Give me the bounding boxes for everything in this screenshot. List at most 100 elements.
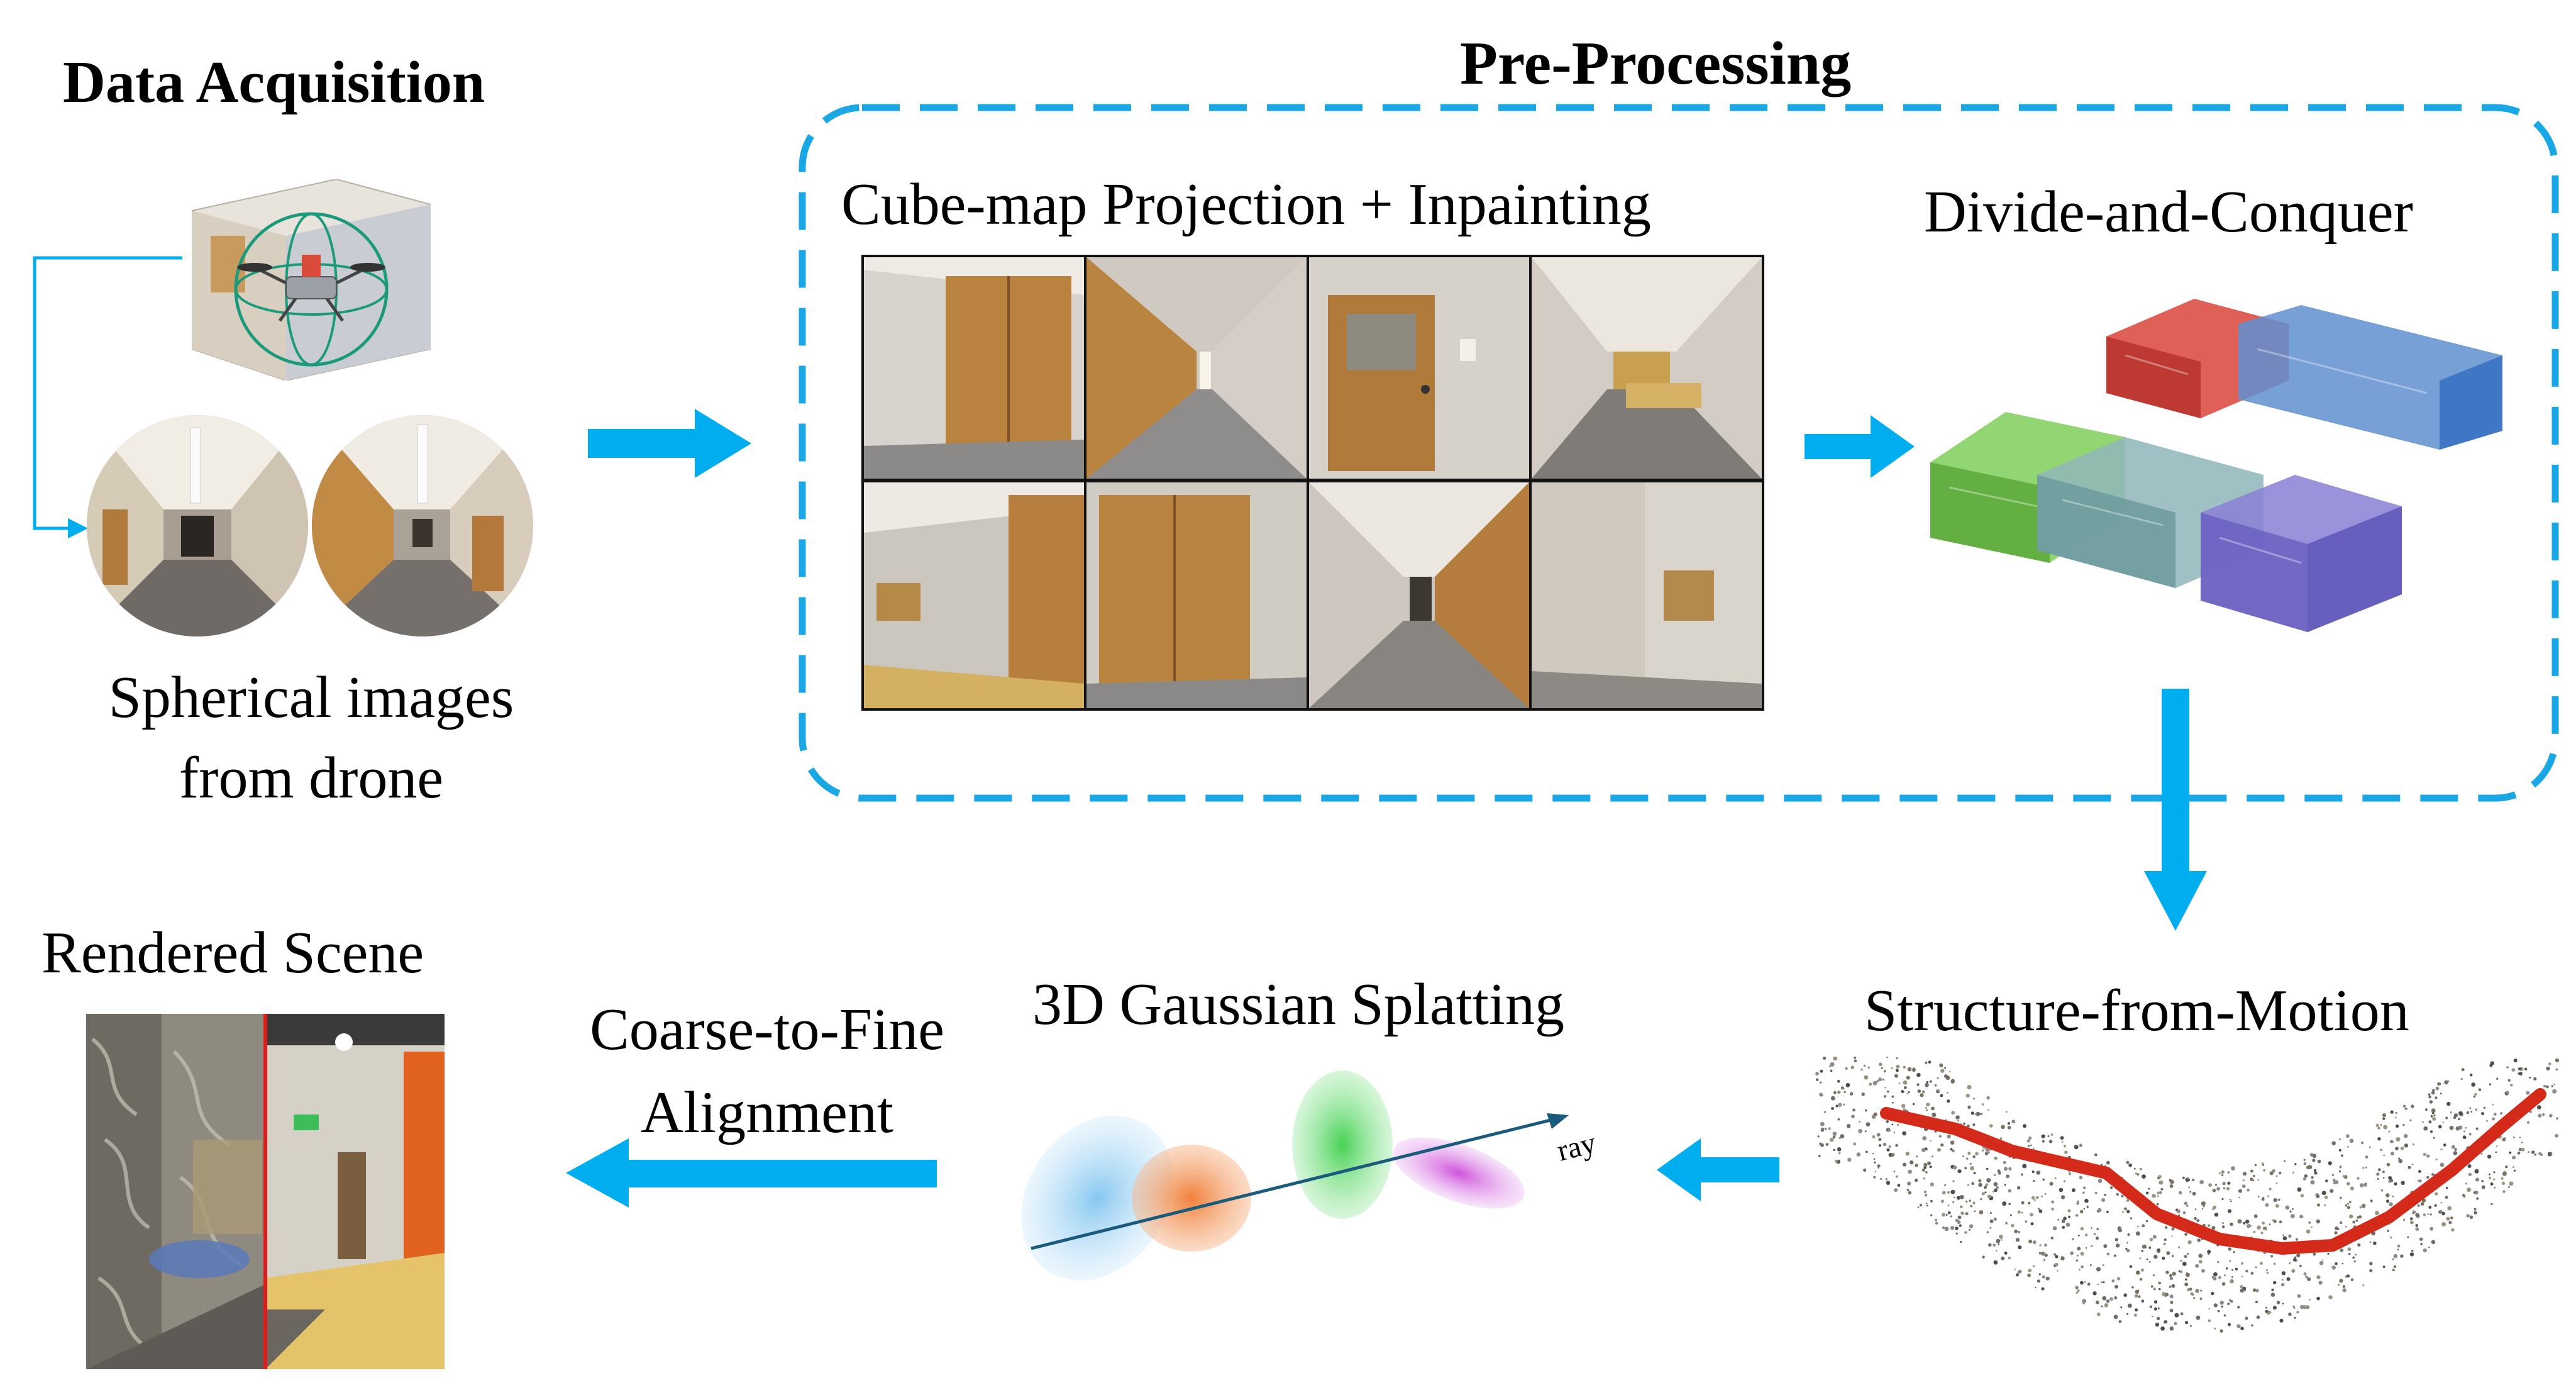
arrow-to-rendered — [566, 1138, 937, 1208]
sfm-point — [2080, 1209, 2084, 1214]
sfm-point — [1838, 1137, 1841, 1139]
sfm-point — [2270, 1292, 2275, 1297]
sfm-point — [2355, 1220, 2358, 1222]
sfm-point — [2403, 1218, 2406, 1221]
sfm-point — [2382, 1170, 2385, 1174]
sfm-point — [2211, 1291, 2214, 1296]
sfm-point — [2186, 1272, 2190, 1277]
sfm-point — [2211, 1226, 2216, 1230]
sfm-point — [2189, 1191, 2192, 1193]
sfm-point — [2512, 1136, 2515, 1139]
sfm-point — [2182, 1176, 2185, 1179]
sfm-point — [2303, 1162, 2307, 1165]
sfm-point — [2121, 1211, 2124, 1213]
sfm-point — [2241, 1262, 2243, 1265]
sfm-point — [1970, 1204, 1972, 1208]
sfm-point — [2140, 1167, 2142, 1170]
sfm-point — [2165, 1270, 2169, 1274]
sfm-point — [2334, 1231, 2338, 1235]
sfm-point — [2217, 1261, 2219, 1264]
sfm-point — [2102, 1296, 2107, 1301]
sfm-point — [2335, 1262, 2338, 1265]
sfm-point — [1987, 1194, 1991, 1199]
sfm-point — [2430, 1226, 2434, 1231]
sfm-point — [2312, 1159, 2316, 1162]
sfm-point — [2079, 1175, 2083, 1179]
sfm-point — [2008, 1203, 2011, 1205]
sfm-point — [1972, 1123, 1976, 1126]
sfm-point — [2457, 1118, 2460, 1121]
sfm-point — [1986, 1178, 1991, 1183]
sfm-point — [2507, 1186, 2510, 1188]
sfm-point — [2199, 1180, 2204, 1184]
sfm-point — [1944, 1184, 1947, 1186]
sfm-point — [1905, 1152, 1910, 1156]
sfm-point — [1959, 1224, 1962, 1227]
sfm-point — [2504, 1137, 2506, 1140]
sfm-point — [2387, 1230, 2389, 1232]
sfm-point — [2106, 1211, 2109, 1213]
sfm-point — [1964, 1231, 1967, 1234]
sfm-point — [2333, 1181, 2336, 1184]
sfm-point — [2127, 1233, 2130, 1237]
sfm-point — [2450, 1111, 2452, 1114]
sfm-point — [2127, 1303, 2132, 1308]
sfm-point — [2253, 1230, 2256, 1233]
sfm-point — [1897, 1184, 1901, 1187]
sfm-point — [2453, 1113, 2458, 1118]
sfm-point — [2028, 1137, 2032, 1140]
sfm-point — [2466, 1111, 2470, 1114]
sfm-point — [1934, 1084, 1937, 1087]
sfm-point — [2042, 1178, 2045, 1181]
sfm-point — [2182, 1262, 2187, 1266]
sfm-point — [1951, 1079, 1955, 1082]
sfm-point — [1858, 1129, 1862, 1133]
sfm-point — [2260, 1262, 2263, 1265]
sfm-point — [2227, 1209, 2232, 1213]
sfm-point — [2148, 1187, 2150, 1190]
sfm-point — [1981, 1192, 1985, 1196]
sfm-points — [1815, 1056, 2560, 1333]
sfm-point — [2256, 1315, 2260, 1320]
sfm-point — [2390, 1110, 2394, 1114]
sfm-point — [1926, 1109, 1928, 1111]
sfm-point — [1929, 1165, 1932, 1169]
sfm-point — [2032, 1179, 2035, 1182]
sfm-point — [2038, 1273, 2041, 1276]
sfm-point — [2332, 1179, 2336, 1182]
sfm-point — [1845, 1067, 1848, 1070]
sfm-point — [2496, 1077, 2499, 1080]
sfm-point — [2509, 1181, 2514, 1186]
sfm-point — [2438, 1125, 2442, 1129]
sfm-point — [2237, 1306, 2240, 1309]
sfm-point — [2052, 1226, 2057, 1231]
sfm-point — [1830, 1062, 1835, 1067]
sfm-point — [2446, 1101, 2451, 1106]
sfm-point — [2152, 1316, 2153, 1318]
sfm-point — [2051, 1207, 2054, 1211]
sfm-point — [2359, 1206, 2362, 1209]
sfm-point — [2341, 1262, 2344, 1265]
sfm-point — [1818, 1155, 1821, 1158]
sfm-point — [2094, 1191, 2098, 1194]
sfm-point — [2230, 1279, 2234, 1284]
sfm-point — [2533, 1077, 2537, 1081]
sfm-point — [2157, 1191, 2160, 1195]
sfm-point — [2255, 1289, 2259, 1292]
sfm-point — [2131, 1286, 2134, 1289]
sfm-point — [2028, 1240, 2032, 1243]
sfm-point — [2473, 1191, 2476, 1194]
sfm-point — [2218, 1172, 2221, 1174]
sfm-point — [2331, 1265, 2336, 1270]
sfm-point — [2392, 1258, 2394, 1260]
sfm-point — [2316, 1219, 2320, 1224]
sfm-point — [2382, 1265, 2385, 1268]
sfm-point — [2481, 1185, 2485, 1189]
sfm-point — [2199, 1260, 2203, 1264]
data-acquisition-title: Data Acquisition — [63, 50, 485, 115]
sfm-point — [2291, 1214, 2295, 1218]
sfm-point — [2553, 1083, 2556, 1086]
sfm-point — [2028, 1145, 2030, 1147]
sfm-point — [2218, 1276, 2221, 1279]
sfm-point — [2395, 1111, 2397, 1114]
